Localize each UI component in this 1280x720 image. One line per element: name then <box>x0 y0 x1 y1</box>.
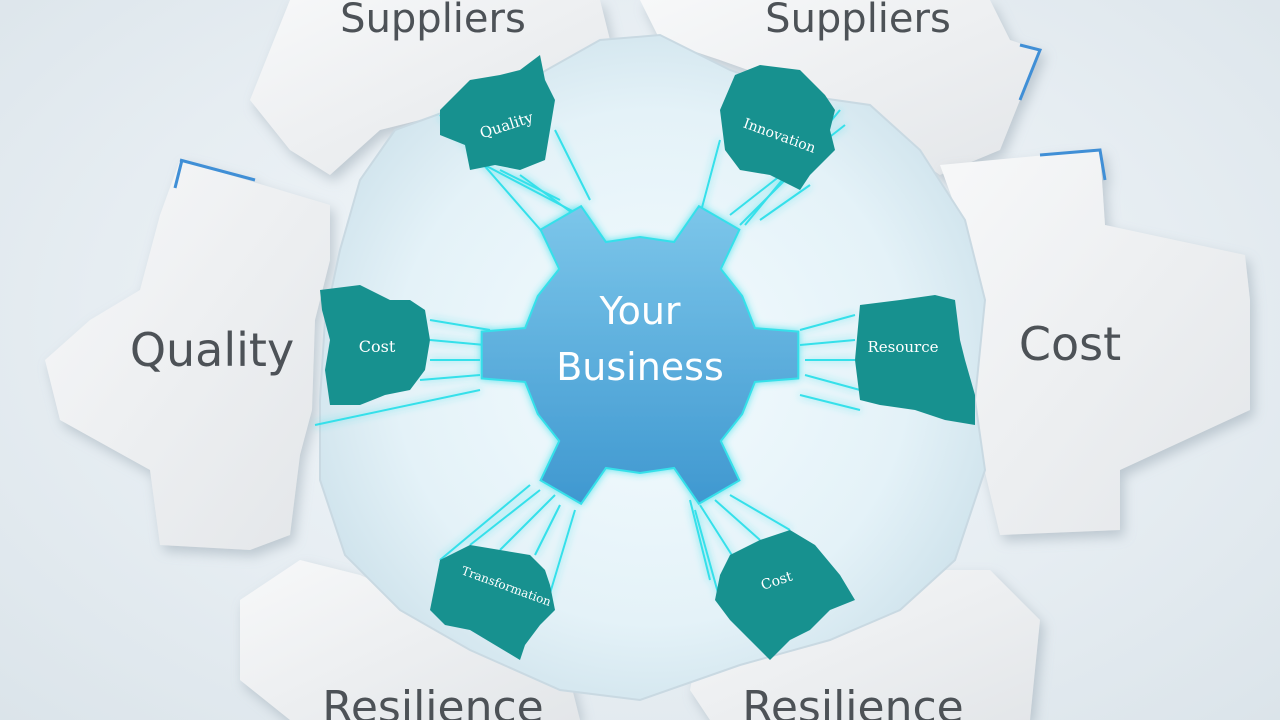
connector-line <box>714 499 761 541</box>
outer-gear-resilience-right <box>690 570 1040 720</box>
label-cost: Cost <box>1019 317 1121 371</box>
center-label-line2: Business <box>556 345 724 389</box>
connector-line <box>694 509 721 601</box>
tile-top-right: Innovation <box>720 65 835 190</box>
connector-line <box>699 504 736 561</box>
label-quality: Quality <box>130 323 294 377</box>
connector-line <box>499 169 561 201</box>
connector-line <box>799 394 861 411</box>
connector-line <box>799 339 856 346</box>
connector-line <box>804 374 861 391</box>
tile-label-mid-right: Resource <box>867 338 938 356</box>
connector-line <box>739 174 791 226</box>
tile-bottom-left: Transformation <box>430 545 555 660</box>
connector-line <box>799 314 856 331</box>
tile-label-mid-left: Cost <box>359 337 396 356</box>
connector-line <box>729 494 791 531</box>
connector-line <box>439 484 531 561</box>
connector-line <box>519 174 576 216</box>
outer-gear-quality <box>45 158 330 550</box>
label-resilience-right: Resilience <box>742 682 963 720</box>
connector-line <box>429 319 491 331</box>
connector-line <box>499 494 556 551</box>
outer-gear-resilience-left <box>240 560 580 720</box>
connector-line <box>534 504 561 556</box>
label-suppliers-right: Suppliers <box>765 0 951 42</box>
connector-line <box>314 389 481 426</box>
center-gear: Your Business <box>480 204 800 506</box>
center-label-line1: Your <box>598 289 680 333</box>
outer-gear-cost <box>940 148 1250 535</box>
tile-mid-right: Resource <box>855 295 975 425</box>
tile-mid-left: Cost <box>320 285 430 405</box>
connector-line <box>689 499 711 581</box>
connector-line <box>554 129 591 201</box>
tile-top-left: Quality <box>440 55 555 170</box>
connector-line <box>759 184 811 221</box>
label-suppliers-left: Suppliers <box>340 0 526 42</box>
label-resilience-left: Resilience <box>322 682 543 720</box>
connector-line <box>469 489 541 546</box>
connector-line <box>419 374 481 381</box>
connector-line <box>699 139 721 216</box>
outer-gear-suppliers-right <box>640 0 1043 175</box>
tile-bottom-right: Cost <box>715 530 855 660</box>
connector-line <box>429 339 486 346</box>
outer-gear-suppliers-left <box>250 0 610 175</box>
